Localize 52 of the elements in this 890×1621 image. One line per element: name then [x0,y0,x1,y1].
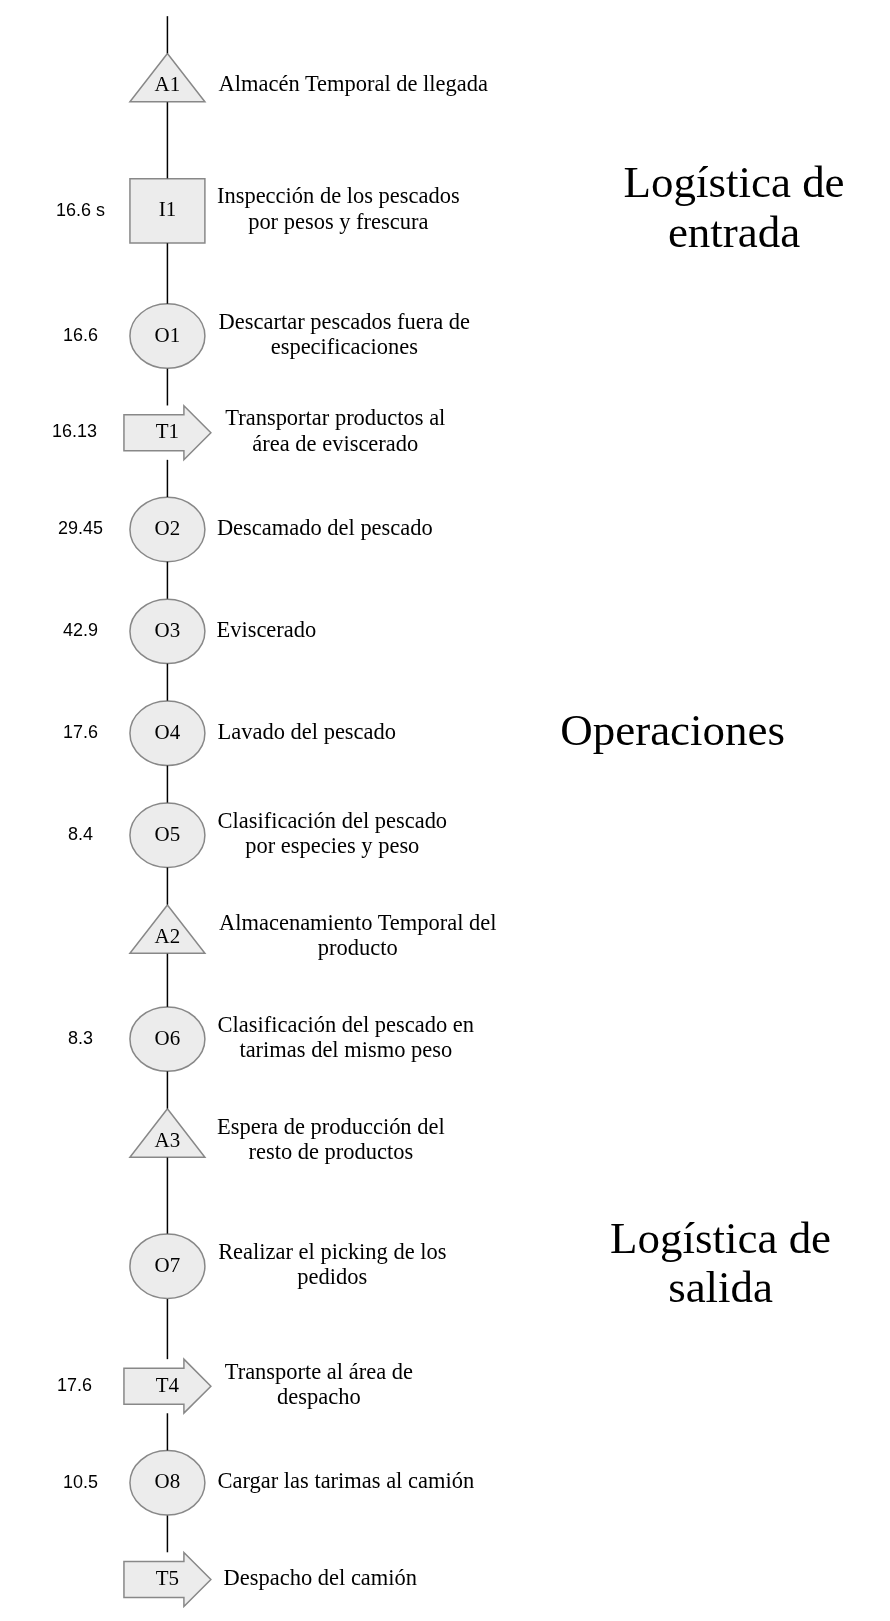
connector [166,368,168,407]
node-ellipse: O6 [128,1006,206,1073]
node-ellipse: O1 [128,303,206,369]
node-ellipse: O2 [128,496,206,563]
connector [166,662,168,702]
node-label: Clasificación del pescado por especies y peso [217,807,447,859]
node-label: Cargar las tarimas al camión [216,1468,474,1494]
connector [166,866,168,906]
connector [166,560,168,600]
node-label: Eviscerado [215,616,316,642]
connector [166,1412,168,1452]
node-label: Transporte al área de despacho [224,1358,413,1410]
label: Logística de entrada [623,157,845,257]
node-label: Almacén Temporal de llegada [218,70,488,96]
node-label: 17.6 [56,1374,92,1395]
node-label: 42.9 [62,620,98,640]
node-label: Transportar productos al área de eviscerado [224,405,445,456]
node-label: Lavado del pescado [217,718,396,744]
connector [166,1070,168,1110]
connector [166,459,168,498]
connector [166,1156,168,1235]
connector [166,764,168,804]
node-label: 17.6 [62,721,98,742]
node-label: 8.4 [67,823,93,844]
node-label: Realizar el picking de los pedidos [217,1238,446,1290]
node-ellipse: O7 [128,1233,206,1300]
node-label: 16.13 [51,421,97,442]
node-label: 16.6 [62,324,98,345]
node-label: 8.3 [67,1027,93,1048]
node-ellipse: O3 [128,598,206,665]
connector [166,242,168,305]
node-ellipse: O5 [128,802,206,869]
node-ellipse: O4 [128,700,206,767]
label: Operaciones [559,704,785,755]
node-label: 16.6 s [55,199,105,220]
node-label: 10.5 [62,1471,98,1492]
connector [166,101,168,180]
connector [166,952,168,1008]
node-label: Almacenamiento Temporal del producto [218,909,497,961]
node-box: I1 [128,177,206,244]
node-label: 29.45 [57,518,103,539]
node-label: Descartar pescados fuera de especificaciones [218,308,470,360]
node-label: Espera de producción del resto de productos [216,1113,445,1165]
node-label: Inspección de los pescados por pesos y frescura [216,183,460,234]
node-ellipse: O8 [128,1449,206,1516]
node-label: Despacho del camión [223,1564,417,1590]
connector [166,15,168,54]
node-label: Descamado del pescado [216,514,433,540]
connector [166,1514,168,1554]
label: Logística de salida [609,1212,831,1313]
node-label: Clasificación del pescado en tarimas del mismo peso [217,1011,474,1063]
connector [166,1298,168,1360]
